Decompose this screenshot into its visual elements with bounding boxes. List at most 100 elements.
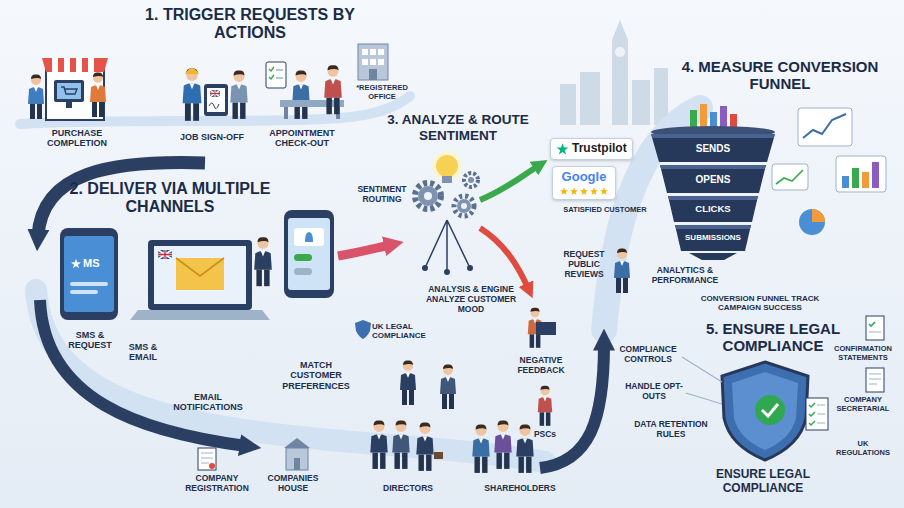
section-banner: ENSURE LEGAL COMPLIANCE [703, 468, 823, 496]
phone-icon [305, 232, 313, 242]
star-icon [556, 143, 569, 156]
analytics-chart [772, 108, 886, 235]
entity-caption: COMPANIES HOUSE [262, 474, 324, 494]
step-title: 3. ANALYZE & ROUTE SENTIMENT [360, 112, 556, 143]
company-document-icon [198, 448, 216, 470]
funnel-band-shape [651, 134, 775, 138]
funnel-band-shape [668, 196, 758, 200]
label-slot: CONVERSION FUNNEL TRACK CAMPAIGN SUCCESS [698, 294, 822, 312]
office-building-icon [378, 59, 384, 65]
laptop-icon [176, 258, 224, 290]
analysis-engine-icon [454, 196, 474, 216]
laptop-icon [154, 246, 246, 304]
phone-icon [60, 228, 118, 320]
rating-stars [600, 187, 608, 195]
funnel-stage: OPENS [660, 165, 766, 193]
entity-caption: COMPANY REGISTRATION [178, 474, 256, 494]
companies-house-icon [284, 438, 310, 470]
analytics-chart [852, 168, 859, 188]
city-skyline [560, 20, 668, 125]
label-slot: COMPANY REGISTRATION [178, 474, 256, 494]
label-slot: DATA RETENTION RULES [628, 420, 714, 440]
laptop-icon [130, 240, 270, 320]
funnel-band-shape [651, 134, 775, 162]
step-caption: APPOINTMENT CHECK-OUT [262, 128, 342, 149]
job-signoff-icon [204, 84, 228, 116]
analysis-engine-icon [424, 192, 432, 200]
phone-icon [294, 268, 312, 275]
analysis-engine-icon [415, 151, 478, 275]
funnel-band-shape [668, 196, 758, 222]
analytics-chart [776, 170, 803, 184]
office-building-icon [362, 49, 368, 55]
office-building-icon [358, 44, 388, 80]
analysis-engine-icon [457, 199, 471, 213]
analytics-chart [862, 172, 869, 188]
city-skyline [580, 72, 600, 125]
funnel-stage: SUBMISSIONS [675, 225, 751, 251]
directors-figures [370, 420, 443, 470]
step-caption: UK REGULATIONS [830, 440, 896, 457]
label-slot: UK LEGAL COMPLIANCE [372, 322, 436, 340]
label-slot: 2. DELIVER VIA MULTIPLE CHANNELS [65, 180, 275, 217]
shop-icon [66, 102, 72, 108]
phone-icon [284, 210, 334, 298]
step-caption: COMPANY SECRETARIAL [830, 396, 896, 413]
screen-text: MS [83, 257, 113, 270]
review-badge: Trustpilot [550, 138, 633, 160]
office-building-icon [362, 59, 368, 65]
leader-line [686, 393, 722, 404]
companies-house-icon [286, 448, 308, 470]
label-slot: HANDLE OPT-OUTS [624, 382, 684, 402]
analytics-chart [812, 209, 825, 222]
shareholders-figures [516, 424, 533, 472]
label-slot: UK REGULATIONS [830, 440, 896, 457]
funnel-stage: CLICKS [668, 196, 758, 222]
label-slot: NEGATIVE FEEDBACK [510, 356, 572, 376]
compliance-shield [762, 404, 778, 416]
business-figure [400, 360, 416, 405]
funnel-body [651, 104, 775, 260]
city-skyline [632, 80, 650, 125]
analysis-engine-icon [444, 269, 450, 275]
job-signoff-icon [183, 68, 248, 121]
office-building-icon [358, 44, 388, 80]
label-slot: DIRECTORS [378, 484, 438, 494]
step-caption: ANALYTICS & PERFORMANCE [645, 266, 725, 286]
leader-line [682, 357, 722, 382]
step-caption: EMAIL NOTIFICATIONS [165, 392, 251, 413]
analysis-engine-icon [442, 176, 452, 183]
label-slot: EMAIL NOTIFICATIONS [165, 392, 251, 413]
job-signoff-icon [185, 68, 199, 74]
shop-icon [52, 58, 58, 72]
label-slot: COMPANIES HOUSE [262, 474, 324, 494]
company-document-icon [209, 463, 215, 469]
business-figure [440, 364, 456, 409]
step-caption: SATISFIED CUSTOMER [555, 206, 655, 215]
step-caption: SMS & EMAIL [118, 342, 168, 363]
analysis-engine-icon [415, 183, 441, 209]
job-signoff-icon [207, 88, 225, 112]
laptop-icon [176, 258, 224, 276]
analysis-engine-icon [436, 155, 458, 177]
document-icon [866, 316, 884, 340]
job-signoff-icon [230, 70, 247, 118]
laptop-icon [130, 310, 270, 320]
stage-text: CLICKS [695, 204, 730, 214]
phone-icon [294, 254, 312, 261]
label-slot: COMPLIANCE CONTROLS [616, 345, 680, 365]
shop-icon [61, 87, 77, 94]
label-slot: JOB SIGN-OFF [172, 132, 252, 142]
laptop-icon [148, 240, 252, 310]
city-skyline [615, 47, 625, 57]
appointment-icon [276, 70, 283, 78]
shareholders-figures [472, 420, 533, 472]
flow-arrow [480, 166, 538, 200]
document-icon [866, 368, 884, 392]
entity-caption: SHAREHOLDERS [480, 484, 560, 494]
shop-icon [42, 58, 108, 72]
psc-figure [538, 386, 552, 426]
